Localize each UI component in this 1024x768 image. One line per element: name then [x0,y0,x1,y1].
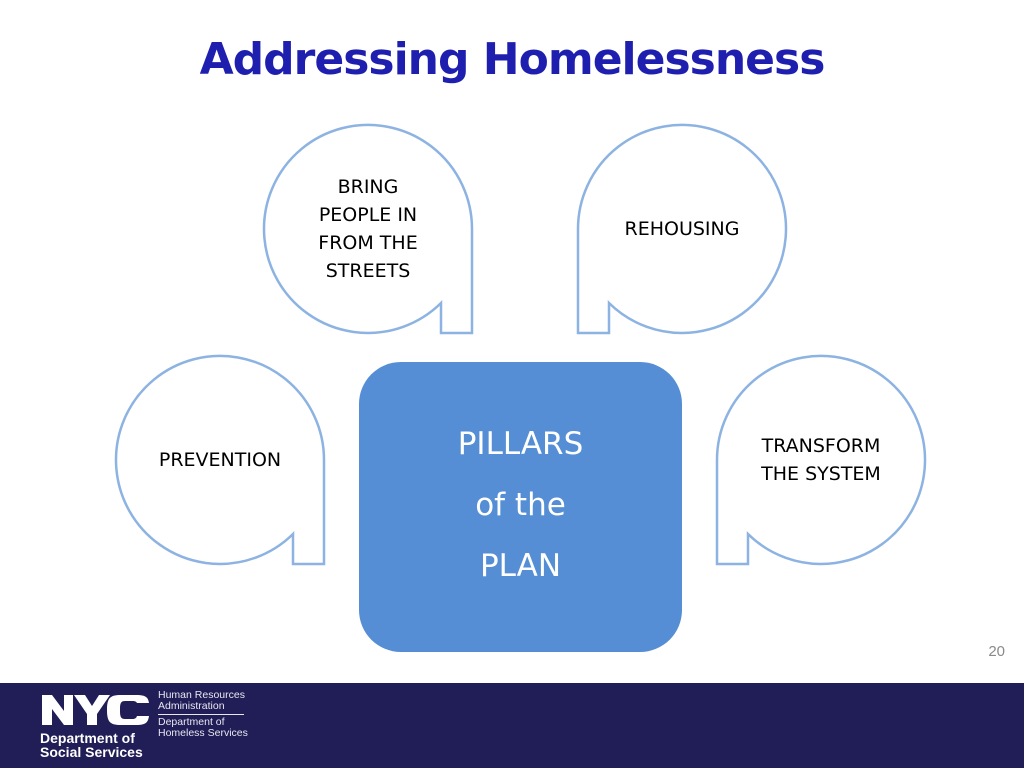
speech-bubble-transform [715,354,927,566]
agency-dhs-line: Homeless Services [158,727,248,739]
speech-bubble-rehousing [576,123,788,335]
pillar-rehousing: REHOUSING [592,214,772,244]
pillar-text-line: FROM THE [318,232,418,254]
pillar-prevention: PREVENTION [130,445,310,475]
pillar-text-line: THE SYSTEM [761,463,881,485]
pillar-text-line: REHOUSING [624,218,740,240]
agency-hra-line: Administration [158,700,225,712]
footer-bar: Department of Social Services Human Reso… [0,683,1024,768]
center-box [359,362,682,652]
speech-bubble-bring-people-in [262,123,474,335]
department-line: Department of [40,730,135,746]
nyc-logo-icon [42,695,149,725]
agency-hra-line: Human Resources [158,689,245,701]
pillar-text-line: TRANSFORM [761,435,881,457]
center-label-line: PLAN [479,548,562,584]
agency-dhs-line: Department of [158,716,225,728]
pillar-text-line: PEOPLE IN [318,204,418,226]
center-label-line: of the [475,487,566,523]
pillar-transform-the-system: TRANSFORM THE SYSTEM [731,431,911,489]
department-name: Department of Social Services [40,731,143,759]
agency-divider [158,714,244,715]
pillar-text-line: PREVENTION [158,449,282,471]
center-label-line: PILLARS [457,426,584,462]
agency-list: Human Resources Administration Departmen… [158,690,248,739]
department-line: Social Services [40,744,143,760]
page-number: 20 [988,643,1005,660]
pillar-bring-people-in: BRING PEOPLE IN FROM THE STREETS [288,172,448,286]
pillar-text-line: STREETS [325,260,411,282]
pillar-text-line: BRING [337,176,399,198]
center-label: PILLARS of the PLAN [359,414,682,597]
slide-title: Addressing Homelessness [199,34,826,85]
speech-bubble-prevention [114,354,326,566]
